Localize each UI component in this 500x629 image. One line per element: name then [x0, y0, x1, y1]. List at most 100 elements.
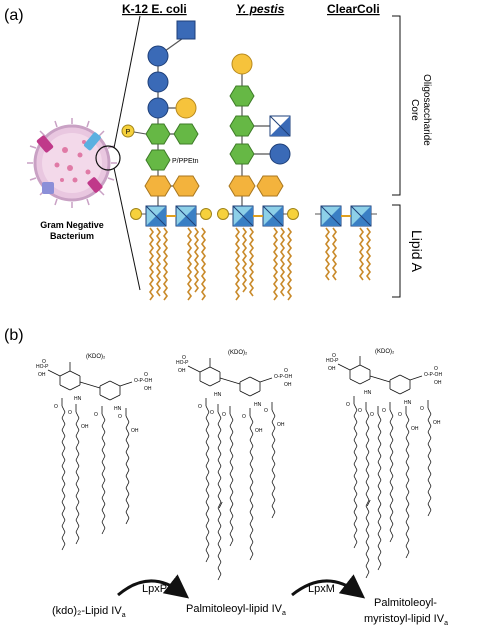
bond	[365, 511, 370, 519]
atom-label: O	[346, 402, 350, 408]
bond	[353, 433, 358, 441]
atom-label: HN	[214, 392, 222, 398]
bond	[217, 411, 222, 419]
atom-label: OH	[284, 382, 292, 388]
bond	[365, 451, 370, 459]
bond	[377, 509, 382, 517]
bond	[61, 405, 66, 413]
lpxp-reaction-arrow	[117, 574, 190, 599]
bond	[125, 505, 130, 513]
bond	[109, 380, 121, 387]
atom-label: OH	[38, 372, 46, 378]
atom-label: OH	[131, 428, 139, 434]
bond	[271, 481, 276, 489]
bond	[405, 425, 410, 433]
bond	[75, 525, 80, 533]
bond	[101, 509, 106, 517]
bond	[353, 409, 358, 417]
bond	[75, 435, 80, 443]
bond	[409, 375, 423, 381]
bond	[61, 507, 66, 515]
bond	[79, 381, 101, 389]
bond	[427, 419, 432, 427]
bond	[389, 433, 394, 441]
heptose-hexagon	[145, 149, 171, 171]
bond	[249, 553, 254, 561]
bond	[405, 473, 410, 481]
bond	[365, 553, 370, 561]
bond	[125, 475, 130, 483]
bond	[365, 457, 370, 465]
galactose-circle	[175, 97, 197, 119]
bond	[365, 559, 370, 567]
glucose-circle	[147, 45, 169, 67]
bond	[427, 509, 432, 517]
bond	[377, 455, 382, 463]
bond	[349, 378, 361, 385]
atom-label: O	[358, 408, 362, 414]
zoom-line-top	[113, 15, 141, 149]
compound-name-kdo2-lipid-iva: (kdo)₂-Lipid IVa	[52, 605, 126, 619]
bond	[199, 380, 211, 387]
bond	[427, 491, 432, 499]
bond	[389, 493, 394, 501]
bond	[61, 453, 66, 461]
bond	[239, 390, 251, 397]
bond	[389, 481, 394, 489]
atom-label: HN	[254, 402, 262, 408]
bond	[217, 567, 222, 575]
bond	[359, 364, 371, 371]
bond	[229, 539, 234, 547]
bond	[353, 481, 358, 489]
bond	[353, 499, 358, 507]
bond	[249, 475, 254, 483]
bond	[353, 415, 358, 423]
bond	[75, 519, 80, 527]
bond	[229, 497, 234, 505]
atom-label: OH	[178, 368, 186, 374]
bond	[405, 485, 410, 493]
bond	[101, 431, 106, 439]
bond	[205, 519, 210, 527]
bond	[61, 441, 66, 449]
bond	[125, 421, 130, 429]
bond	[377, 437, 382, 445]
bond	[101, 455, 106, 463]
bond	[61, 429, 66, 437]
atom-label: HO-P	[36, 364, 49, 370]
bond	[405, 503, 410, 511]
bond	[377, 419, 382, 427]
atom-label: O-P-OH	[424, 372, 442, 378]
bond	[101, 419, 106, 427]
bond	[101, 497, 106, 505]
atom-label: HN	[404, 400, 412, 406]
bond	[365, 499, 370, 507]
bond	[365, 493, 370, 501]
bond	[389, 457, 394, 465]
bond	[389, 439, 394, 447]
bond	[229, 485, 234, 493]
bond	[217, 543, 222, 551]
bond	[229, 449, 234, 457]
kdo-hexagon	[172, 175, 200, 197]
bond	[271, 463, 276, 471]
bond	[101, 479, 106, 487]
bond	[61, 447, 66, 455]
acyl-chain	[249, 227, 254, 297]
bond	[405, 461, 410, 469]
bond	[365, 505, 370, 513]
bond	[405, 413, 410, 421]
bond	[405, 521, 410, 529]
bond	[75, 447, 80, 455]
heptose-hexagon	[173, 123, 199, 145]
atom-label: O	[284, 368, 288, 374]
bond	[61, 471, 66, 479]
bond	[389, 487, 394, 495]
bond	[377, 473, 382, 481]
bond	[229, 509, 234, 517]
bond	[377, 557, 382, 565]
atom-label: O	[242, 414, 246, 420]
bond	[365, 445, 370, 453]
bond	[389, 505, 394, 513]
strain-header-clearcoli: ClearColi	[327, 2, 380, 16]
